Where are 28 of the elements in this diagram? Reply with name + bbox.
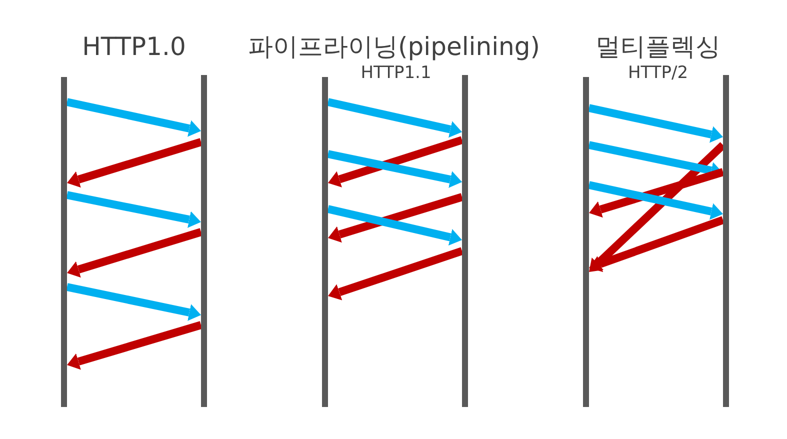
arrow <box>328 136 464 188</box>
arrow <box>588 104 724 143</box>
arrow <box>66 283 202 321</box>
arrow <box>66 191 201 228</box>
arrow <box>67 138 202 188</box>
arrow <box>588 181 724 220</box>
timeline-bar <box>462 75 468 407</box>
timeline-bar <box>723 75 729 407</box>
arrow <box>589 216 724 272</box>
arrow <box>67 321 202 370</box>
panel-title: HTTP1.0 <box>82 34 186 59</box>
panel-subtitle: HTTP/2 <box>628 65 688 82</box>
timeline-bar <box>61 77 67 407</box>
arrow <box>328 247 464 300</box>
arrow <box>67 228 202 278</box>
arrow <box>327 98 462 138</box>
panel-subtitle: HTTP1.1 <box>360 65 432 82</box>
arrow <box>66 98 202 137</box>
timeline-bar <box>322 77 328 407</box>
arrow <box>589 142 726 272</box>
arrow <box>589 168 724 218</box>
panel-title: 파이프라이닝(pipelining) <box>248 34 540 59</box>
timeline-bar <box>583 77 589 407</box>
timeline-bar <box>201 75 207 407</box>
arrow <box>327 205 462 246</box>
arrow <box>328 193 464 243</box>
arrow <box>327 150 462 188</box>
panel-title: 멀티플렉싱 <box>596 34 720 59</box>
